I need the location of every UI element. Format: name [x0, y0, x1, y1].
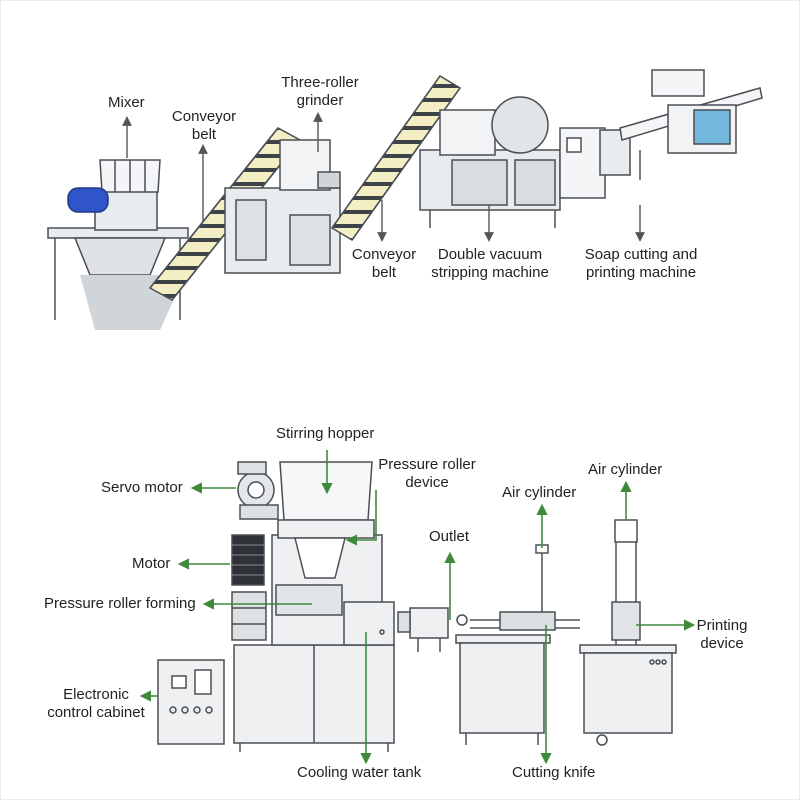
air-cylinder-right-label: Air cylinder: [588, 461, 663, 478]
motor-label: Motor: [132, 555, 171, 572]
outlet-label: Outlet: [429, 528, 470, 545]
soap-cutting-label: Soap cutting and printing machine: [584, 246, 698, 281]
servo-motor-unit: [237, 461, 279, 520]
cutting-knife-label: Cutting knife: [512, 764, 596, 781]
three-roller-grinder-machine: [224, 139, 341, 274]
top-arrows: [122, 112, 645, 242]
stirring-hopper-label: Stirring hopper: [276, 425, 375, 442]
control-cabinet-label: Electronic control cabinet: [47, 686, 145, 721]
pressure-roller-device-label: Pressure roller device: [378, 456, 476, 491]
mixer-motor: [67, 187, 109, 213]
conveyor-belt-1-label: Conveyor belt: [171, 108, 237, 143]
conveyor-belt-2-label: Conveyor belt: [351, 246, 417, 281]
forming-machine-body: [271, 461, 395, 646]
outlet-unit: [397, 607, 468, 652]
air-cylinder-left-label: Air cylinder: [502, 484, 577, 501]
double-vacuum-machine: [419, 96, 561, 228]
top-production-line: [47, 69, 763, 330]
printing-machine: [579, 519, 677, 746]
mixer-label: Mixer: [108, 94, 145, 111]
printing-device-label: Printing device: [696, 617, 748, 652]
pressure-roller-forming-label: Pressure roller forming: [44, 595, 196, 612]
pressure-roller-device-arrow: [345, 490, 377, 546]
bottom-production-line: [157, 461, 677, 752]
bottom-arrows: [139, 450, 696, 765]
double-vacuum-label: Double vacuum stripping machine: [431, 246, 549, 281]
servo-motor-label: Servo motor: [101, 479, 183, 496]
three-roller-grinder-label: Three-roller grinder: [281, 74, 359, 109]
soap-cutting-printing-machine: [559, 69, 763, 199]
main-motor: [231, 534, 267, 641]
control-cabinet: [157, 659, 225, 745]
cooling-water-tank-label: Cooling water tank: [297, 764, 422, 781]
